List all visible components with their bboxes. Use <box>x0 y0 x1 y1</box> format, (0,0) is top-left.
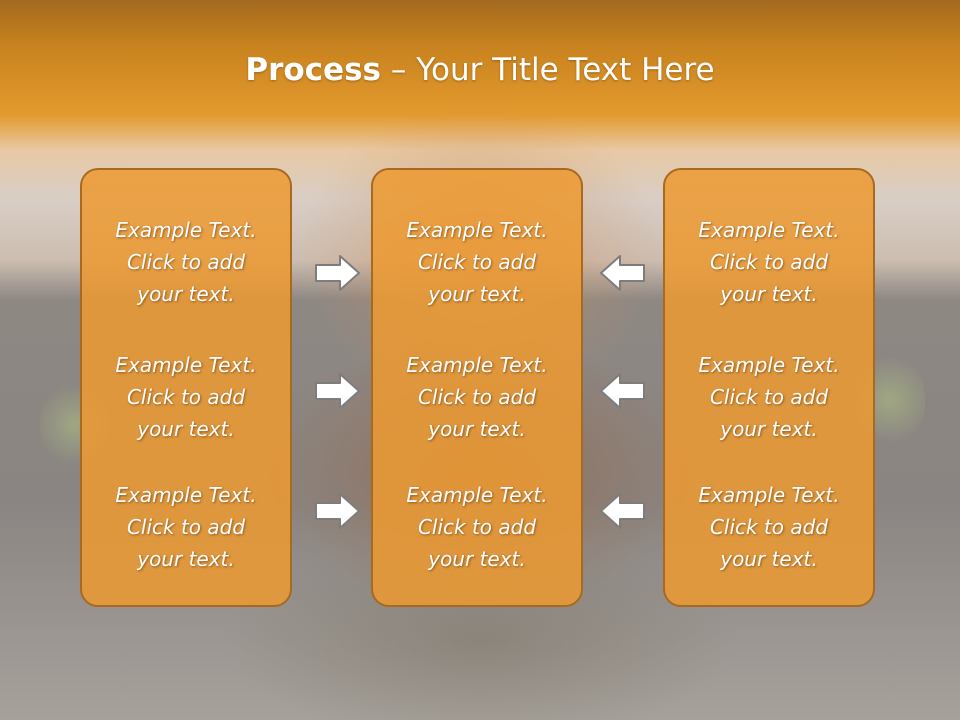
text-placeholder[interactable]: Example Text. Click to add your text. <box>373 214 581 310</box>
text-line: Click to add <box>126 385 246 409</box>
arrow-right-icon[interactable] <box>314 491 362 531</box>
text-placeholder[interactable]: Example Text. Click to add your text. <box>665 479 873 575</box>
arrow-left-icon[interactable] <box>598 491 646 531</box>
title-rest: – Your Title Text Here <box>381 52 715 88</box>
text-line: your text. <box>137 547 235 571</box>
text-line: your text. <box>720 417 818 441</box>
arrow-right-icon[interactable] <box>314 253 362 293</box>
text-line: your text. <box>137 282 235 306</box>
slide-title[interactable]: Process – Your Title Text Here <box>0 52 960 88</box>
arrow-left-icon[interactable] <box>598 253 646 293</box>
text-line: Click to add <box>417 250 537 274</box>
text-line: Click to add <box>709 515 829 539</box>
text-line: Example Text. <box>698 218 840 242</box>
text-line: Example Text. <box>115 353 257 377</box>
text-line: Example Text. <box>115 218 257 242</box>
text-line: your text. <box>137 417 235 441</box>
text-line: Click to add <box>126 515 246 539</box>
text-line: Example Text. <box>115 483 257 507</box>
text-placeholder[interactable]: Example Text. Click to add your text. <box>82 349 290 445</box>
text-line: your text. <box>720 547 818 571</box>
text-placeholder[interactable]: Example Text. Click to add your text. <box>82 479 290 575</box>
text-line: Example Text. <box>406 483 548 507</box>
text-placeholder[interactable]: Example Text. Click to add your text. <box>373 479 581 575</box>
text-line: Click to add <box>709 385 829 409</box>
text-line: Click to add <box>417 385 537 409</box>
arrow-left-icon[interactable] <box>598 371 646 411</box>
text-placeholder[interactable]: Example Text. Click to add your text. <box>665 214 873 310</box>
text-line: Example Text. <box>406 218 548 242</box>
process-box-right[interactable]: Example Text. Click to add your text. Ex… <box>663 168 875 607</box>
text-placeholder[interactable]: Example Text. Click to add your text. <box>665 349 873 445</box>
process-box-center[interactable]: Example Text. Click to add your text. Ex… <box>371 168 583 607</box>
text-line: Click to add <box>126 250 246 274</box>
text-line: Example Text. <box>406 353 548 377</box>
text-line: Example Text. <box>698 353 840 377</box>
text-placeholder[interactable]: Example Text. Click to add your text. <box>82 214 290 310</box>
text-line: your text. <box>720 282 818 306</box>
process-box-left[interactable]: Example Text. Click to add your text. Ex… <box>80 168 292 607</box>
text-line: your text. <box>428 417 526 441</box>
arrow-right-icon[interactable] <box>314 371 362 411</box>
text-line: Click to add <box>709 250 829 274</box>
text-placeholder[interactable]: Example Text. Click to add your text. <box>373 349 581 445</box>
text-line: your text. <box>428 282 526 306</box>
title-bold: Process <box>245 52 381 88</box>
text-line: Click to add <box>417 515 537 539</box>
text-line: your text. <box>428 547 526 571</box>
text-line: Example Text. <box>698 483 840 507</box>
